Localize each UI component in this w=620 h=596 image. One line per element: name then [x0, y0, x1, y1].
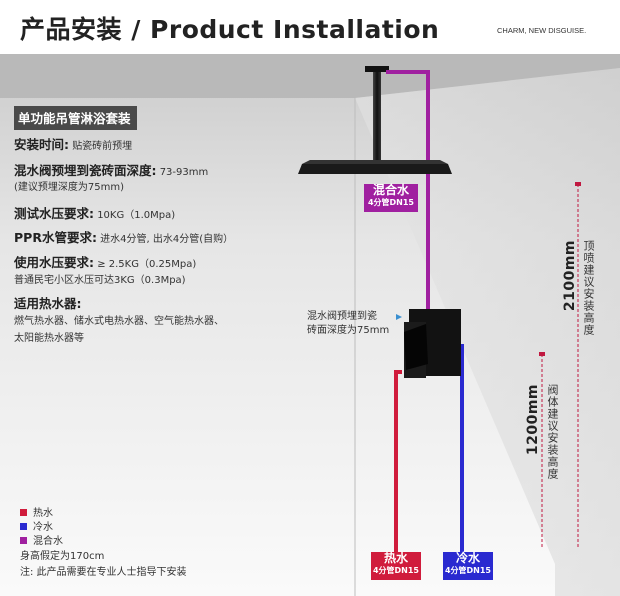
page-title: 产品安装 / Product Installation — [20, 15, 440, 44]
depth-arrow — [396, 314, 402, 320]
brand-tagline: CHARM, NEW DISGUISE. — [497, 26, 587, 35]
mix-water-tag: 混合水 4分管DN15 — [364, 183, 418, 212]
legend-hot: 热水 — [20, 504, 53, 519]
height-assumption: 身高假定为170cm — [20, 551, 105, 562]
ppr-pipe: PPR水管要求: 进水4分管, 出水4分管(自购） — [14, 230, 234, 245]
side-wall — [355, 68, 620, 596]
cold-swatch — [20, 523, 27, 530]
cold-water-tag: 冷水 4分管DN15 — [443, 551, 493, 580]
installation-scene: 单功能吊管淋浴套装 安装时间: 贴瓷砖前预埋 混水阀预埋到瓷砖面深度: 73-9… — [0, 54, 620, 596]
height-2100-label: 顶喷建议安装高度 — [582, 240, 595, 336]
shower-head — [298, 164, 452, 174]
embed-depth: 混水阀预埋到瓷砖面深度: 73-93mm — [14, 163, 209, 178]
height-1200: 1200mm — [525, 384, 541, 456]
ceiling-arm — [373, 66, 381, 170]
hot-pipe — [394, 370, 402, 552]
footnote: 注: 此产品需要在专业人士指导下安装 — [20, 567, 187, 578]
valve-handle — [404, 324, 428, 370]
height-2100: 2100mm — [562, 240, 578, 312]
legend-cold: 冷水 — [20, 518, 53, 533]
heater-line-2: 太阳能热水器等 — [14, 333, 84, 344]
height-1200-label: 阀体建议安装高度 — [546, 384, 559, 480]
heater-label: 适用热水器: — [14, 296, 82, 311]
heater-line-1: 燃气热水器、储水式电热水器、空气能热水器、 — [14, 316, 224, 327]
ceiling-flange — [365, 66, 389, 72]
product-name: 单功能吊管淋浴套装 — [14, 106, 137, 130]
shower-head-top — [302, 160, 448, 164]
hot-swatch — [20, 509, 27, 516]
hot-water-tag: 热水 4分管DN15 — [371, 551, 421, 580]
installation-diagram — [0, 54, 620, 596]
use-pressure-note: 普通民宅小区水压可达3KG（0.3Mpa) — [14, 275, 186, 286]
ceiling — [0, 54, 620, 98]
mix-pipe — [386, 70, 430, 309]
mix-swatch — [20, 537, 27, 544]
header: 产品安装 / Product Installation CHARM, NEW D… — [0, 0, 620, 54]
legend-mix: 混合水 — [20, 532, 63, 547]
valve-depth-note: 混水阀预埋到瓷 砖面深度为75mm — [307, 311, 390, 336]
install-time: 安装时间: 贴瓷砖前预埋 — [14, 137, 133, 152]
use-pressure: 使用水压要求: ≥ 2.5KG（0.25Mpa) — [14, 255, 197, 270]
embed-depth-note: (建议预埋深度为75mm) — [14, 182, 125, 193]
test-pressure: 测试水压要求: 10KG（1.0Mpa) — [14, 206, 176, 221]
